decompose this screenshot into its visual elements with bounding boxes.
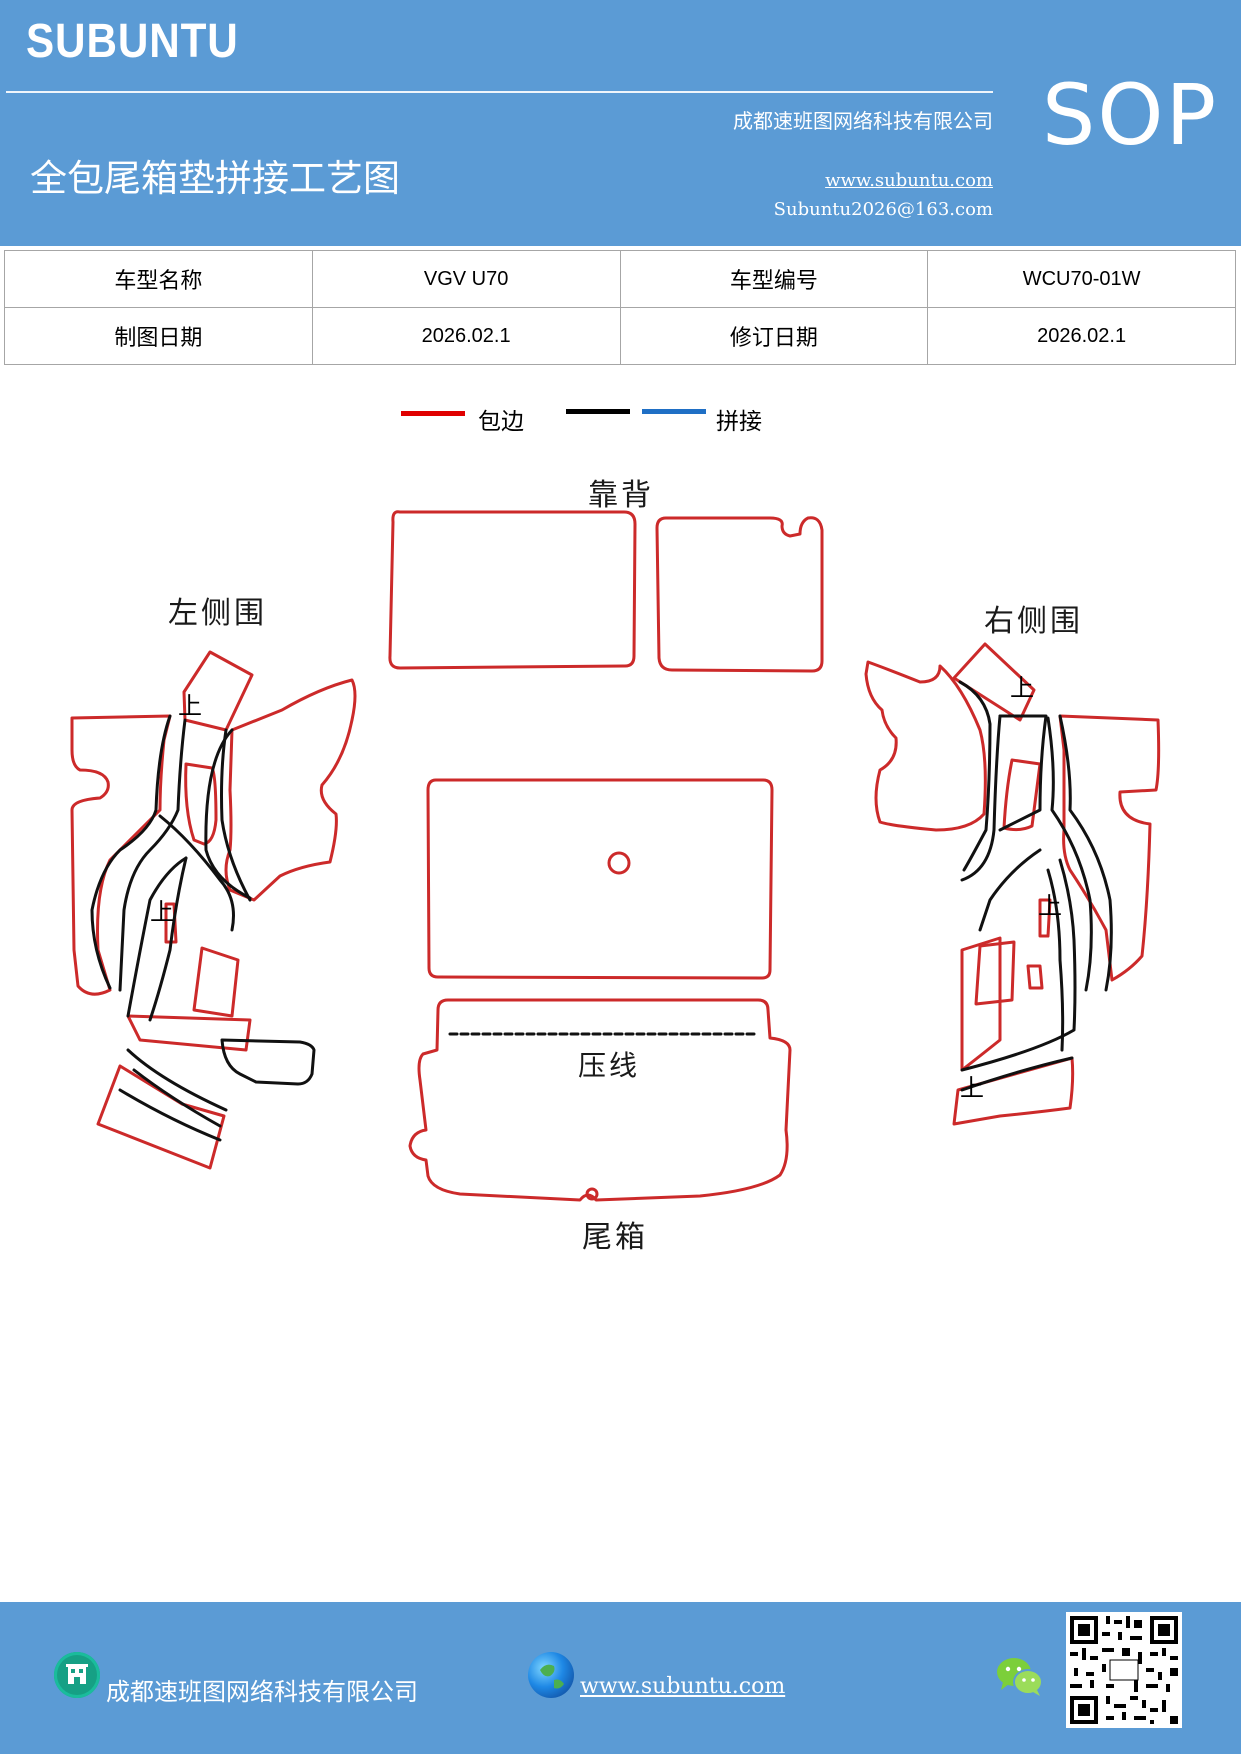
left-seam-8 [126,1048,228,1112]
right-side-label: 右侧围 [984,604,1083,639]
vehicle-info-table: 车型名称 VGV U70 车型编号 WCU70-01W 制图日期 2026.02… [4,250,1236,365]
website-link[interactable]: www.subuntu.com [825,170,993,191]
left-side-label: 左侧围 [168,596,267,631]
backrest-left-panel [388,510,637,670]
legend-edge-swatch [401,411,465,416]
vehicle-name-label: 车型名称 [4,250,313,308]
right-side-tiny-cut [1026,964,1044,990]
right-seam-1 [1058,714,1113,992]
legend-edge-label: 包边 [478,409,524,435]
right-side-small-cut [1038,898,1052,938]
document-title: 全包尾箱垫拼接工艺图 [30,157,400,200]
left-seam-3 [220,728,252,902]
up-mark-left-mid: 上 [150,898,174,926]
crease-label: 压线 [578,1049,641,1082]
trunk-panel [408,998,792,1202]
left-side-window [184,762,218,846]
right-seam-3 [998,714,1048,832]
vehicle-code-label: 车型编号 [619,250,929,308]
right-seam-9 [960,1056,1074,1092]
floor-hole [607,851,631,875]
left-seam-9 [132,1068,222,1128]
header-divider [6,91,993,93]
right-seam-5 [958,680,992,872]
table-row: 车型名称 VGV U70 车型编号 WCU70-01W [4,250,1236,308]
vehicle-name-value: VGV U70 [311,250,621,308]
left-seam-5 [158,814,235,932]
mat-pattern-drawing [70,510,1161,1202]
trunk-label: 尾箱 [582,1220,648,1255]
draw-date-label: 制图日期 [4,307,313,365]
up-mark-right-top: 上 [1010,674,1034,702]
email-address: Subuntu2026@163.com [773,199,993,220]
footer-banner: 成都速班图网络科技有限公司 www.subuntu.com [0,1602,1241,1754]
left-side-low-window [192,946,240,1018]
floor-mid-panel [426,778,774,980]
legend-seam-blue-swatch [642,409,706,414]
right-side-low-window [974,940,1016,1006]
left-side-small-cut [164,902,178,944]
right-seam-2 [1046,716,1093,992]
sop-badge: SOP [1042,66,1219,164]
left-seam-10 [118,1088,222,1142]
right-side-top-piece [952,642,1036,722]
up-mark-right-low: 上 [960,1074,984,1102]
left-seam-11 [220,1038,316,1086]
left-side-lower-mid [126,1014,252,1052]
right-side-front-panel [864,660,987,832]
left-side-top-piece [182,650,254,732]
qr-code [1066,1612,1182,1728]
wechat-icon[interactable] [995,1656,1045,1702]
right-side-rear-panel [1058,714,1161,982]
right-seam-6 [978,848,1042,932]
globe-icon [528,1652,574,1698]
backrest-label: 靠背 [588,478,654,513]
revision-date-value: 2026.02.1 [927,307,1236,365]
left-seam-6 [126,856,188,1018]
vehicle-code-value: WCU70-01W [927,250,1236,308]
left-seam-1 [90,714,172,990]
revision-date-label: 修订日期 [619,307,929,365]
left-seam-2 [118,718,187,992]
trunk-hole [585,1187,599,1201]
header-banner: SUBUNTU 成都速班图网络科技有限公司 全包尾箱垫拼接工艺图 www.sub… [0,0,1241,246]
footer-website-link[interactable]: www.subuntu.com [580,1674,786,1699]
up-mark-left-top: 上 [178,692,202,720]
left-seam-7 [148,856,188,1022]
brand-logo: SUBUNTU [26,15,239,68]
building-icon [54,1652,100,1698]
left-seam-4 [204,728,252,900]
right-seam-8 [1046,868,1065,1052]
footer-company-name: 成都速班图网络科技有限公司 [106,1678,418,1706]
right-side-lower-strip [952,1056,1075,1126]
right-seam-4 [960,714,1002,882]
company-name: 成都速班图网络科技有限公司 [733,109,993,133]
legend-seam-black-swatch [566,409,630,414]
right-seam-7 [960,858,1077,1072]
up-mark-right-mid: 上 [1038,892,1062,920]
backrest-right-panel [655,516,824,673]
draw-date-value: 2026.02.1 [311,307,621,365]
table-row: 制图日期 2026.02.1 修订日期 2026.02.1 [4,307,1236,365]
left-side-front-panel [224,678,357,902]
legend-seam-label: 拼接 [716,409,762,435]
